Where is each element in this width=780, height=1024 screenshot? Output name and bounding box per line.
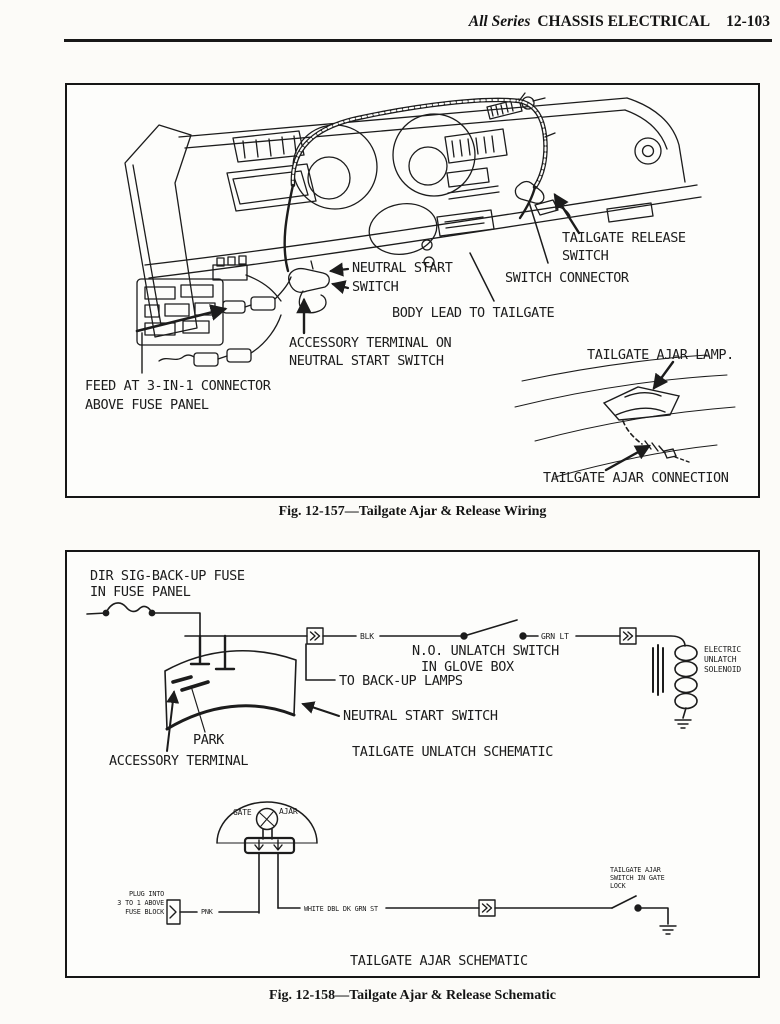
unlatch-schematic — [86, 602, 698, 752]
figure-12-157-box: TAILGATE RELEASE SWITCH SWITCH CONNECTOR… — [65, 83, 760, 498]
label-solenoid-3: SOLENOID — [704, 665, 741, 674]
label-ajar-switch-2: SWITCH IN GATE — [610, 874, 665, 882]
ajar-switch-symbol — [611, 895, 677, 935]
connector-icon-3 — [478, 899, 496, 917]
label-accessory-2: NEUTRAL START SWITCH — [289, 353, 444, 369]
a-pillar — [124, 124, 198, 338]
park-contact — [171, 675, 210, 692]
label-wire-grn: GRN LT — [541, 632, 569, 641]
connection-arrow — [604, 444, 652, 472]
figure-12-158-box: DIR SIG-BACK-UP FUSE IN FUSE PANEL BLK G… — [65, 550, 760, 978]
neutral-start-switch-band — [164, 649, 297, 733]
label-gate: GATE — [233, 808, 252, 817]
page-header: All Series CHASSIS ELECTRICAL 12-103 — [469, 13, 770, 31]
figure-12-157-caption: Fig. 12-157—Tailgate Ajar & Release Wiri… — [278, 504, 547, 519]
label-plug-2: 3 TO 1 ABOVE — [117, 899, 164, 907]
gauge-hood-right — [392, 113, 476, 197]
connector-icon-2 — [619, 627, 637, 645]
bulb-icon — [255, 807, 279, 831]
label-wire-blk: BLK — [360, 632, 374, 641]
label-plug-3: FUSE BLOCK — [125, 908, 165, 916]
label-neutral-start-1: NEUTRAL START — [352, 260, 453, 276]
label-ajar-lamp: TAILGATE AJAR LAMP. — [587, 347, 734, 363]
switch-connector-leader — [528, 201, 549, 264]
label-dir-fuse-1: DIR SIG-BACK-UP FUSE — [90, 568, 245, 584]
fig1-labels: TAILGATE RELEASE SWITCH SWITCH CONNECTOR… — [85, 230, 734, 486]
dashboard-drawing — [124, 96, 702, 338]
figure-12-158-caption: Fig. 12-158—Tailgate Ajar & Release Sche… — [269, 988, 556, 1003]
label-ajar: AJAR — [279, 807, 298, 816]
connector-icon-1 — [306, 627, 324, 645]
label-accessory-terminal: ACCESSORY TERMINAL — [109, 753, 248, 769]
release-arrow — [553, 193, 581, 235]
header-page-number: 12-103 — [726, 13, 770, 30]
label-neutral-start-2: SWITCH — [352, 279, 399, 295]
unlatch-switch-symbol — [460, 619, 527, 640]
feed-arrow — [135, 304, 228, 333]
clock-bezel-icon — [634, 137, 662, 165]
body-lead-leader — [469, 252, 495, 302]
three-in-one-connector — [212, 255, 248, 281]
label-accessory-1: ACCESSORY TERMINAL ON — [289, 335, 452, 351]
unlatch-schematic-title: TAILGATE UNLATCH SCHEMATIC — [352, 744, 553, 760]
neutral-start-switch-part — [288, 260, 330, 314]
neutral-arrow-2 — [330, 280, 350, 295]
accessory-terminal-arrow — [166, 690, 180, 752]
label-park: PARK — [193, 732, 225, 748]
label-no-switch-1: N.O. UNLATCH SWITCH — [412, 643, 559, 659]
neutral-arrow-1 — [328, 262, 350, 277]
lamp-arrow — [652, 360, 675, 390]
label-dir-fuse-2: IN FUSE PANEL — [90, 584, 191, 600]
label-backup-lamps: TO BACK-UP LAMPS — [339, 673, 463, 689]
ground-icon-2 — [659, 925, 677, 935]
label-solenoid-2: UNLATCH — [704, 655, 737, 664]
backup-branch — [305, 643, 336, 681]
ground-icon-1 — [674, 719, 692, 729]
fig1-arrows — [135, 193, 675, 472]
neutral-switch-arrow — [301, 701, 340, 717]
column-opening — [368, 203, 438, 255]
label-ajar-connection: TAILGATE AJAR CONNECTION — [543, 470, 729, 486]
ajar-schematic — [166, 801, 677, 935]
label-tailgate-release-1: TAILGATE RELEASE — [562, 230, 686, 246]
label-feed-2: ABOVE FUSE PANEL — [85, 397, 209, 413]
label-plug-1: PLUG INTO — [129, 890, 164, 898]
wiring-harness — [283, 92, 556, 273]
header-series: All Series — [468, 13, 531, 30]
label-neutral-switch: NEUTRAL START SWITCH — [343, 708, 498, 724]
header-section: CHASSIS ELECTRICAL — [537, 13, 711, 30]
switch-terminals — [189, 634, 236, 671]
label-tailgate-release-2: SWITCH — [562, 248, 609, 264]
body-lead-connector — [193, 352, 219, 367]
header-rule — [64, 39, 772, 42]
label-switch-connector: SWITCH CONNECTOR — [505, 270, 630, 286]
tailgate-schematic: DIR SIG-BACK-UP FUSE IN FUSE PANEL BLK G… — [86, 568, 742, 969]
label-solenoid-1: ELECTRIC — [704, 645, 741, 654]
feed-connector — [222, 300, 246, 314]
label-wire-white: WHITE DBL DK GRN ST — [304, 905, 378, 913]
radio — [436, 209, 495, 237]
ajar-labels: GATE AJAR PLUG INTO 3 TO 1 ABOVE FUSE BL… — [117, 807, 665, 969]
tailgate-wiring-illustration: TAILGATE RELEASE SWITCH SWITCH CONNECTOR… — [85, 92, 736, 486]
label-ajar-switch-3: LOCK — [610, 882, 627, 890]
ajar-schematic-title: TAILGATE AJAR SCHEMATIC — [350, 953, 528, 969]
label-ajar-switch-1: TAILGATE AJAR — [610, 866, 662, 874]
left-vent — [232, 130, 305, 163]
plug-connector-icon — [166, 899, 181, 925]
label-body-lead: BODY LEAD TO TAILGATE — [392, 305, 555, 321]
tailgate-ajar-lamp-icon — [602, 386, 681, 421]
fuse-symbol — [86, 602, 201, 637]
gauge-hood-left — [292, 124, 378, 210]
label-feed-1: FEED AT 3-IN-1 CONNECTOR — [85, 378, 272, 394]
solenoid-icon — [635, 635, 698, 729]
gate-ajar-indicator-icon — [216, 801, 318, 855]
unlatch-labels: DIR SIG-BACK-UP FUSE IN FUSE PANEL BLK G… — [90, 568, 742, 769]
label-no-switch-2: IN GLOVE BOX — [421, 659, 514, 675]
right-cluster — [444, 128, 508, 164]
label-wire-pnk: PNK — [201, 908, 214, 916]
